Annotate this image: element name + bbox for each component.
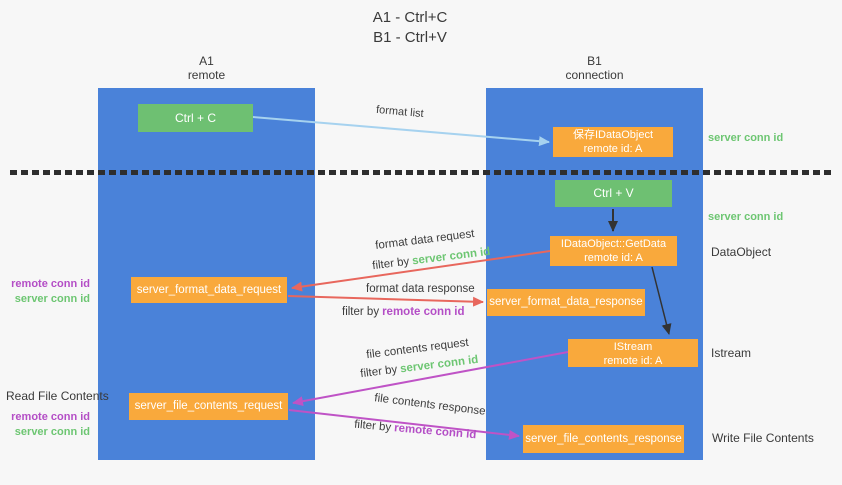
side-label-conn-ids-top-left: remote conn id server conn id bbox=[10, 277, 90, 307]
node-server-file-contents-request: server_file_contents_request bbox=[129, 393, 288, 420]
clipboard-divider-dotted-line bbox=[10, 170, 834, 175]
side-label-server-conn-id-top: server conn id bbox=[708, 132, 784, 144]
node-istream-line2: remote id: A bbox=[603, 354, 663, 367]
node-getdata-line2: remote id: A bbox=[584, 251, 643, 264]
column-header-a1: A1 remote bbox=[98, 54, 315, 82]
node-getdata: IDataObject::GetData remote id: A bbox=[550, 236, 677, 266]
filter-by-text: filter by bbox=[342, 306, 380, 318]
side-label-write-file-contents: Write File Contents bbox=[712, 431, 814, 445]
node-save-dataobject-line2: remote id: A bbox=[583, 142, 643, 155]
diagram-title: A1 - Ctrl+C B1 - Ctrl+V bbox=[300, 8, 520, 48]
arrow-getdata-to-istream bbox=[651, 266, 672, 335]
side-label-server-conn-id-mid: server conn id bbox=[708, 211, 784, 223]
remote-conn-id-label: remote conn id bbox=[11, 411, 90, 423]
title-line-1: A1 - Ctrl+C bbox=[372, 9, 448, 26]
node-server-format-data-response: server_format_data_response bbox=[487, 289, 645, 316]
arrow-format-data-request bbox=[291, 250, 551, 292]
node-save-dataobject-line1: 保存IDataObject bbox=[572, 129, 654, 141]
column-b1-name: connection bbox=[565, 68, 624, 82]
node-getdata-line1: IDataObject::GetData bbox=[560, 238, 667, 250]
server-conn-id-label: server conn id bbox=[14, 426, 90, 438]
column-header-b1: B1 connection bbox=[486, 54, 703, 82]
arrow-format-list bbox=[252, 116, 550, 147]
column-a1-name: remote bbox=[187, 68, 226, 82]
column-a1-id: A1 bbox=[199, 54, 214, 68]
node-server-format-data-request: server_format_data_request bbox=[131, 277, 287, 303]
arrow-file-contents-request bbox=[292, 351, 569, 407]
node-ctrl-v: Ctrl + V bbox=[555, 180, 672, 207]
node-save-dataobject: 保存IDataObject remote id: A bbox=[553, 127, 673, 157]
side-label-read-file-contents: Read File Contents bbox=[6, 389, 109, 403]
remote-conn-id-label: remote conn id bbox=[11, 278, 90, 290]
node-istream: IStream remote id: A bbox=[568, 339, 698, 367]
arrow-file-contents-response bbox=[288, 409, 520, 440]
node-server-file-contents-response: server_file_contents_response bbox=[523, 425, 684, 453]
side-label-dataobject: DataObject bbox=[711, 245, 772, 259]
title-line-2: B1 - Ctrl+V bbox=[373, 29, 447, 46]
node-istream-line1: IStream bbox=[613, 341, 653, 353]
server-conn-id-label: server conn id bbox=[14, 293, 90, 305]
label-format-data-response: format data response bbox=[366, 283, 475, 295]
remote-conn-id-text: remote conn id bbox=[382, 306, 465, 318]
arrow-format-data-response bbox=[287, 295, 484, 307]
side-label-istream: Istream bbox=[711, 346, 752, 360]
side-label-conn-ids-bottom-left: remote conn id server conn id bbox=[10, 410, 90, 440]
column-b1-id: B1 bbox=[587, 54, 602, 68]
node-ctrl-c: Ctrl + C bbox=[138, 104, 253, 132]
